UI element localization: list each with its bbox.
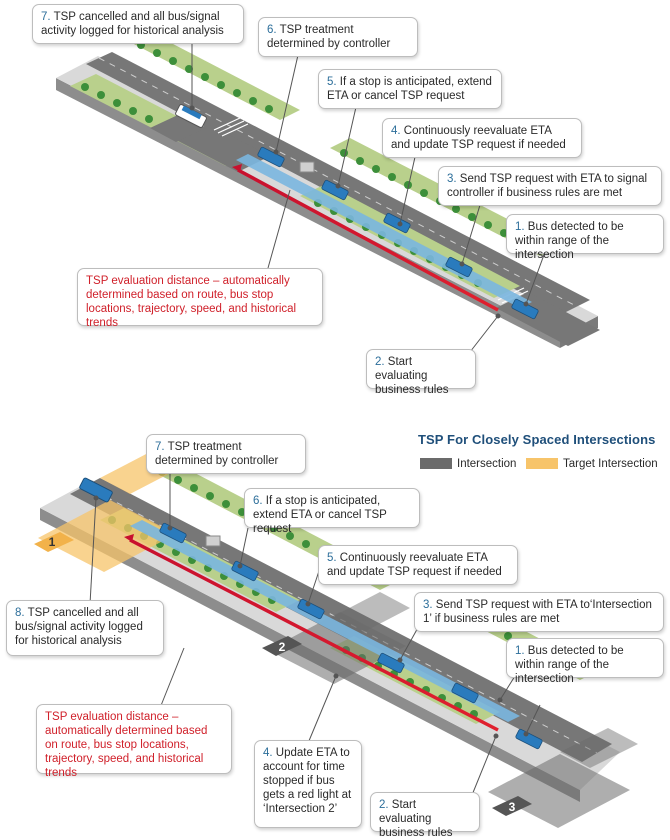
top-callout-5: 5. If a stop is anticipated, extend ETA … bbox=[318, 69, 502, 109]
step-text: Start evaluating business rules bbox=[379, 799, 453, 839]
top-street-scene bbox=[56, 32, 600, 348]
intersection-label-3: 3 bbox=[492, 796, 532, 816]
top-callout-1: 1. Bus detected to be within range of th… bbox=[506, 214, 664, 261]
step-number: 4. bbox=[263, 747, 273, 759]
step-number: 7. bbox=[155, 441, 165, 453]
step-number: 1. bbox=[515, 221, 525, 233]
bottom-callout-3: 3. Send TSP request with ETA to‘Intersec… bbox=[414, 592, 664, 632]
legend-target-intersection: Target Intersection bbox=[526, 458, 658, 472]
step-number: 2. bbox=[375, 356, 385, 368]
step-number: 6. bbox=[267, 24, 277, 36]
svg-text:1: 1 bbox=[49, 535, 56, 549]
step-number: 7. bbox=[41, 11, 51, 23]
bottom-callout-7: 7. TSP treatment determined by controlle… bbox=[146, 434, 306, 474]
top-callout-3: 3. Send TSP request with ETA to signal c… bbox=[438, 166, 662, 206]
bottom-callout-8: 8. TSP cancelled and all bus/signal acti… bbox=[6, 600, 164, 656]
intersection-label-2: 2 bbox=[262, 636, 302, 656]
step-text: Continuously reevaluate ETA and update T… bbox=[391, 125, 566, 151]
bus-stop-icon bbox=[205, 535, 221, 547]
step-text: If a stop is anticipated, extend ETA or … bbox=[327, 76, 492, 102]
bottom-diagram-title: TSP For Closely Spaced Intersections bbox=[418, 432, 656, 447]
top-callout-6: 6. TSP treatment determined by controlle… bbox=[258, 17, 418, 57]
bus-stop-icon bbox=[299, 161, 315, 173]
step-number: 4. bbox=[391, 125, 401, 137]
bus-icon bbox=[79, 477, 113, 503]
legend-swatch-target-intersection bbox=[526, 458, 558, 469]
step-text: TSP treatment determined by controller bbox=[267, 24, 391, 50]
step-number: 3. bbox=[423, 599, 433, 611]
top-evaluation-distance-note: TSP evaluation distance – automatically … bbox=[77, 268, 323, 329]
step-text: Update ETA to account for time stopped i… bbox=[263, 747, 352, 815]
target-intersection-1 bbox=[38, 500, 176, 572]
step-text: Start evaluating business rules bbox=[375, 356, 449, 396]
bottom-evaluation-distance-note: TSP evaluation distance – automatically … bbox=[36, 704, 232, 779]
top-callout-4: 4. Continuously reevaluate ETA and updat… bbox=[382, 118, 582, 158]
legend-label: Intersection bbox=[457, 458, 517, 470]
step-number: 8. bbox=[15, 607, 25, 619]
step-text: TSP cancelled and all bus/signal activit… bbox=[41, 11, 224, 37]
step-number: 1. bbox=[515, 645, 525, 657]
step-text: Send TSP request with ETA to signal cont… bbox=[447, 173, 648, 199]
bottom-callout-5: 5. Continuously reevaluate ETA and updat… bbox=[318, 545, 518, 585]
bottom-callout-1: 1. Bus detected to be within range of th… bbox=[506, 638, 664, 685]
bottom-callout-6: 6. If a stop is anticipated, extend ETA … bbox=[244, 488, 420, 535]
intersection-label-1: 1 bbox=[34, 532, 74, 552]
step-text: If a stop is anticipated, extend ETA or … bbox=[253, 495, 387, 535]
step-number: 5. bbox=[327, 552, 337, 564]
svg-text:3: 3 bbox=[509, 800, 516, 814]
step-text: Send TSP request with ETA to‘Intersectio… bbox=[423, 599, 652, 625]
step-text: Bus detected to be within range of the i… bbox=[515, 221, 624, 261]
svg-text:2: 2 bbox=[279, 640, 286, 654]
intersection-3 bbox=[488, 754, 630, 828]
step-text: Continuously reevaluate ETA and update T… bbox=[327, 552, 502, 578]
step-number: 5. bbox=[327, 76, 337, 88]
legend-intersection: Intersection bbox=[420, 458, 516, 472]
step-number: 2. bbox=[379, 799, 389, 811]
top-leader-lines bbox=[189, 42, 546, 353]
bottom-leader-lines bbox=[89, 474, 541, 801]
legend-swatch-intersection bbox=[420, 458, 452, 469]
bottom-callout-2: 2. Start evaluating business rules bbox=[370, 792, 480, 839]
top-callout-2: 2. Start evaluating business rules bbox=[366, 349, 476, 396]
legend-label: Target Intersection bbox=[563, 458, 658, 470]
step-text: Bus detected to be within range of the i… bbox=[515, 645, 624, 685]
bus-icon bbox=[175, 104, 207, 128]
bottom-callout-4: 4. Update ETA to account for time stoppe… bbox=[254, 740, 362, 828]
step-text: TSP cancelled and all bus/signal activit… bbox=[15, 607, 143, 647]
step-number: 3. bbox=[447, 173, 457, 185]
top-callout-7: 7. TSP cancelled and all bus/signal acti… bbox=[32, 4, 244, 44]
step-number: 6. bbox=[253, 495, 263, 507]
step-text: TSP treatment determined by controller bbox=[155, 441, 279, 467]
